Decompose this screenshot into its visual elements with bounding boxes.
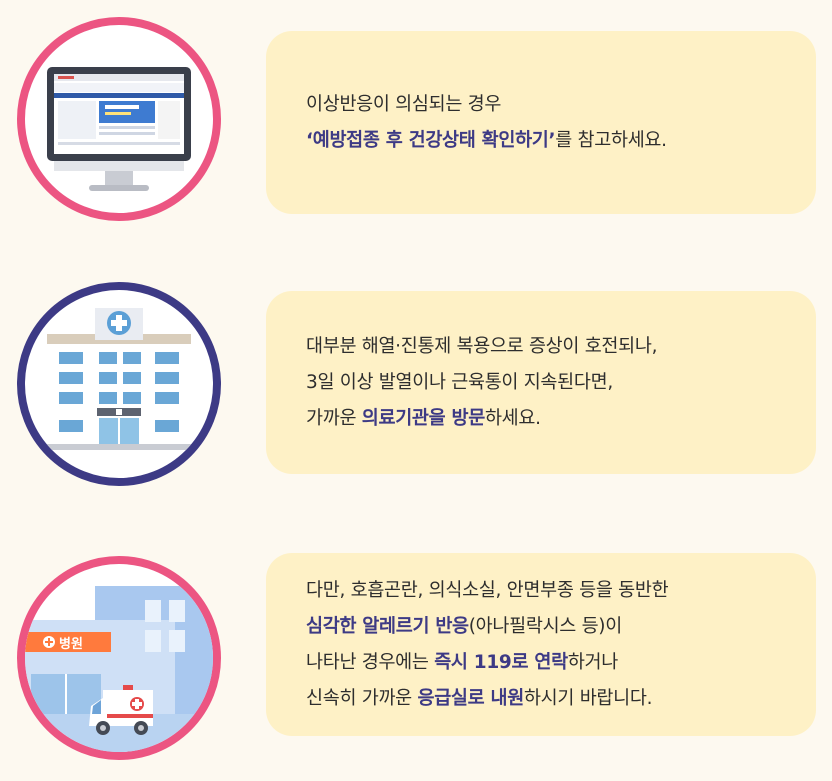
- info-card-3: 다만, 호흡곤란, 의식소실, 안면부종 등을 동반한 심각한 알레르기 반응(…: [266, 553, 816, 736]
- hospital-circle: [17, 282, 221, 486]
- ambulance-circle: 병원: [17, 556, 221, 760]
- monitor-circle: [17, 17, 221, 221]
- card-3-line-3: 나타난 경우에는 즉시 119로 연락하거나: [306, 651, 618, 673]
- guide-link-text: ‘예방접종 후 건강상태 확인하기’: [306, 129, 556, 151]
- info-card-2: 대부분 해열·진통제 복용으로 증상이 호전되나, 3일 이상 발열이나 근육통…: [266, 291, 816, 474]
- card-2-line-1: 대부분 해열·진통제 복용으로 증상이 호전되나,: [306, 335, 658, 357]
- computer-monitor-icon: [47, 67, 191, 191]
- card-1-line-2: ‘예방접종 후 건강상태 확인하기’를 참고하세요.: [306, 129, 667, 151]
- ambulance-hospital-icon: 병원: [25, 586, 213, 752]
- info-card-1: 이상반응이 의심되는 경우 ‘예방접종 후 건강상태 확인하기’를 참고하세요.: [266, 31, 816, 214]
- card-3-line-2: 심각한 알레르기 반응(아나필락시스 등)이: [306, 615, 622, 637]
- hospital-building-icon: [47, 308, 191, 450]
- card-1-line-1: 이상반응이 의심되는 경우: [306, 93, 502, 115]
- card-3-line-4: 신속히 가까운 응급실로 내원하시기 바랍니다.: [306, 687, 653, 709]
- card-3-line-1: 다만, 호흡곤란, 의식소실, 안면부종 등을 동반한: [306, 579, 669, 601]
- hospital-sign-text: 병원: [59, 636, 83, 652]
- card-2-line-3: 가까운 의료기관을 방문하세요.: [306, 407, 541, 429]
- card-2-line-2: 3일 이상 발열이나 근육통이 지속된다면,: [306, 371, 613, 393]
